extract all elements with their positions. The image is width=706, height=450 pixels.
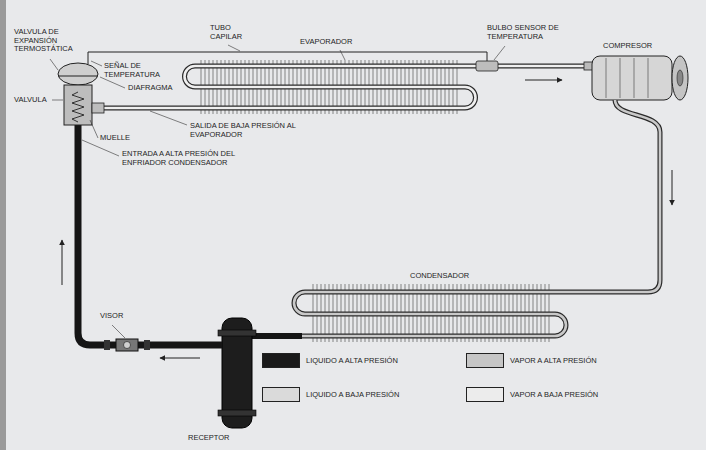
part-label: VALVULA DE EXPANSIÓN TERMOSTÁTICA <box>14 28 78 54</box>
legend-swatch <box>466 353 504 368</box>
part-label: COMPRESOR <box>603 42 683 51</box>
part-label: CONDENSADOR <box>410 272 490 281</box>
leader-lines <box>50 45 505 338</box>
part-label: ENTRADA A ALTA PRESIÓN DEL ENFRIADOR CON… <box>122 150 250 167</box>
legend-item: VAPOR A ALTA PRESIÓN <box>466 353 597 368</box>
part-label: RECEPTOR <box>188 434 258 443</box>
part-label: VALVULA <box>14 96 58 105</box>
part-label: MUELLE <box>100 134 144 143</box>
part-label: VISOR <box>100 312 144 321</box>
legend-text: LIQUIDO A BAJA PRESIÓN <box>306 390 399 399</box>
capillary-tube <box>88 52 498 71</box>
page-edge <box>0 0 6 450</box>
legend-item: LIQUIDO A BAJA PRESIÓN <box>262 387 399 402</box>
evaporator <box>104 60 590 114</box>
part-label: BULBO SENSOR DE TEMPERATURA <box>487 24 559 41</box>
part-label: SALIDA DE BAJA PRESIÓN AL EVAPORADOR <box>190 122 308 139</box>
legend-item: VAPOR A BAJA PRESIÓN <box>466 387 598 402</box>
receiver <box>218 318 256 428</box>
flow-arrows <box>62 80 672 358</box>
legend-swatch <box>262 353 300 368</box>
part-label: SEÑAL DE TEMPERATURA <box>104 62 160 79</box>
part-label: TUBO CAPILAR <box>210 24 252 41</box>
compressor <box>584 56 688 100</box>
legend-item: LIQUIDO A ALTA PRESIÓN <box>262 353 398 368</box>
condenser <box>252 100 660 342</box>
legend-swatch <box>262 387 300 402</box>
part-label: EVAPORADOR <box>300 38 380 47</box>
legend-text: VAPOR A ALTA PRESIÓN <box>510 356 597 365</box>
expansion-valve <box>58 63 104 125</box>
legend-text: VAPOR A BAJA PRESIÓN <box>510 390 598 399</box>
part-label: DIAFRAGMA <box>128 84 184 93</box>
legend-swatch <box>466 387 504 402</box>
legend-text: LIQUIDO A ALTA PRESIÓN <box>306 356 398 365</box>
